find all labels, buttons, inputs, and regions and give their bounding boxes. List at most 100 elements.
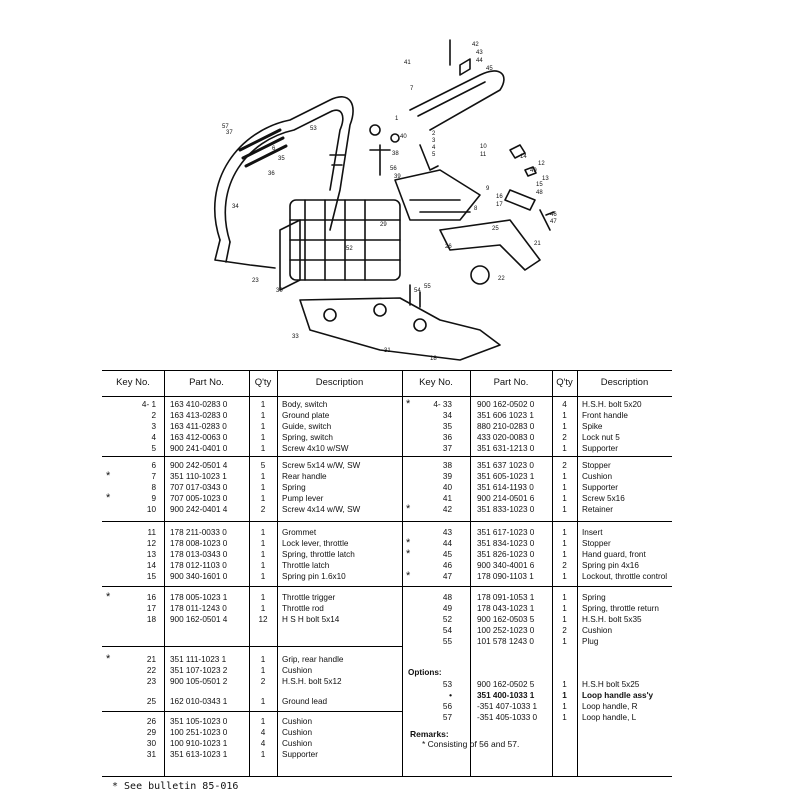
qty-cell: 5 [260,461,266,470]
description-cell: H.S.H. bolt 5x35 [582,615,642,624]
part-no-cell: 351 111-1023 1 [170,655,227,664]
key-no-cell: 13 [146,550,156,559]
callout-56: 56 [390,166,397,172]
part-no-cell: 351 617-1023 0 [477,528,535,537]
callout-47: 47 [550,219,557,225]
qty-cell: 2 [562,626,567,635]
key-no-cell: 42 [442,505,452,514]
row-mark: * [106,591,111,603]
column-divider [249,371,250,776]
part-no-cell: 900 162-0503 5 [477,615,535,624]
part-no-cell: 351 605-1023 1 [477,472,535,481]
callout-10: 10 [480,144,487,150]
part-no-cell: 900 340-4001 6 [477,561,535,570]
remarks-label: Remarks: [410,729,449,739]
qty-cell: 1 [260,572,266,581]
key-no-cell: 49 [442,604,452,613]
description-cell: Spring [582,593,606,602]
qty-cell: 2 [562,433,567,442]
header-key-no-right: Key No. [419,377,453,388]
callout-21: 21 [534,241,541,247]
callout-31: 31 [384,348,391,354]
part-no-cell: 900 162-0502 5 [477,680,535,689]
part-no-cell: 351 105-1023 0 [170,717,228,726]
description-cell: Supporter [582,444,618,453]
row-mark: * [406,570,411,582]
part-no-cell: -351 407-1033 1 [477,702,538,711]
key-no-cell: 44 [442,539,452,548]
callout-33: 33 [292,334,299,340]
part-no-cell: 178 211-0033 0 [170,528,227,537]
description-cell: Spring [282,483,306,492]
callout-53: 53 [310,126,317,132]
qty-cell: 2 [562,561,567,570]
qty-cell: 2 [260,677,266,686]
key-no-cell: 55 [442,637,452,646]
part-no-cell: 900 162-0502 0 [477,400,535,409]
key-no-cell: 40 [442,483,452,492]
qty-cell: 1 [260,561,266,570]
callout-41: 41 [404,60,411,66]
key-no-cell: 4- 1 [141,400,156,409]
qty-cell: 1 [260,666,266,675]
qty-cell: 1 [260,550,266,559]
qty-cell: 1 [260,750,266,759]
callout-29: 29 [380,222,387,228]
description-cell: Loop handle, R [582,702,638,711]
description-cell: Screw 5x14 w/W, SW [282,461,361,470]
callout-36: 36 [268,171,275,177]
rear-handle-drawing [409,70,505,131]
description-cell: Cushion [282,739,313,748]
qty-cell: 1 [260,697,266,706]
description-cell: Stopper [582,461,611,470]
part-no-cell: 163 410-0283 0 [170,400,228,409]
callout-38: 38 [392,151,399,157]
callout-40: 40 [400,134,407,140]
part-no-cell: 100 910-1023 1 [170,739,228,748]
part-no-cell: 900 242-0401 4 [170,505,228,514]
key-no-cell: 2 [151,411,156,420]
callout-15: 15 [536,182,543,188]
key-no-cell: 3 [151,422,156,431]
key-no-cell: 17 [146,604,156,613]
description-cell: Grommet [282,528,317,537]
qty-cell: 1 [562,505,567,514]
callout-35: 35 [278,156,285,162]
callout-42: 42 [472,42,479,48]
column-divider [470,371,471,776]
callout-22: 22 [498,276,505,282]
key-no-cell: 8 [151,483,156,492]
description-cell: Cushion [282,666,313,675]
callout-13: 13 [542,176,549,182]
description-cell: Rear handle [282,472,327,481]
callout-44: 44 [476,58,483,64]
qty-cell: 1 [260,494,266,503]
part-no-cell: 351 637 1023 0 [477,461,534,470]
group-separator [102,646,402,647]
part-no-cell: 880 210-0283 0 [477,422,535,431]
key-no-cell: 41 [442,494,452,503]
key-no-cell: 6 [151,461,156,470]
description-cell: Ground lead [282,697,328,706]
description-cell: Screw 4x14 w/W, SW [282,505,361,514]
callout-5: 5 [432,152,436,158]
part-no-cell: 178 013-0343 0 [170,550,228,559]
